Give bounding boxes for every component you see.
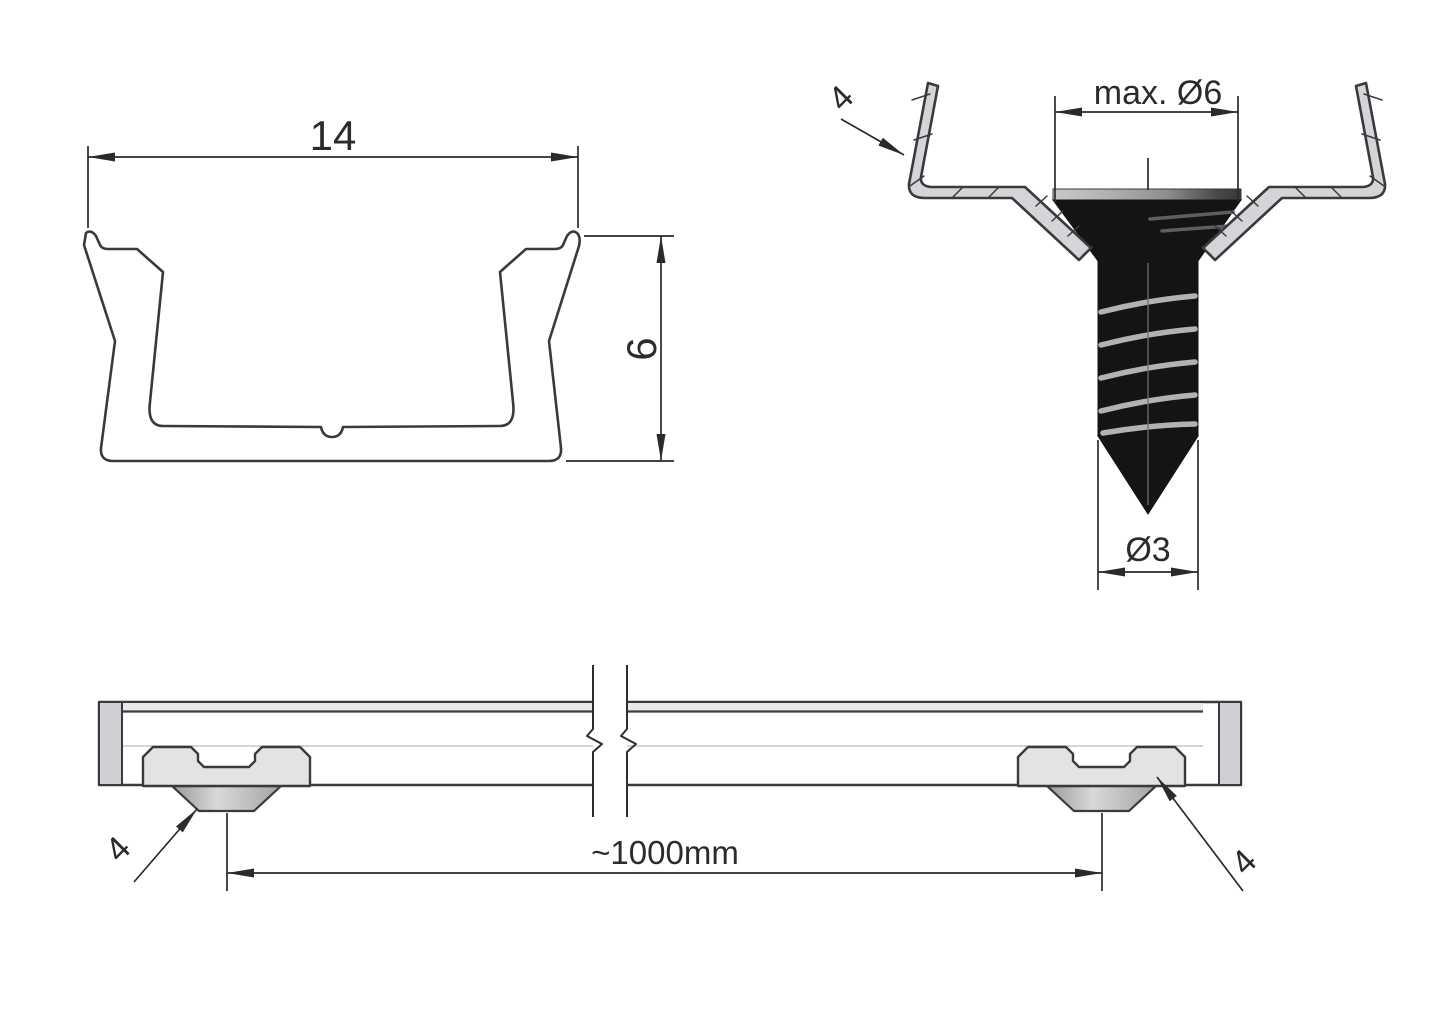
break-symbol <box>586 665 637 817</box>
dim-head-diameter: max. Ø6 <box>1054 74 1239 202</box>
leader-right-clip-ref: 4 <box>1156 776 1264 892</box>
break-line-right <box>620 665 637 817</box>
dim-spacing-label: ~1000mm <box>591 834 739 871</box>
clip-sheet-left <box>907 81 1093 262</box>
leader-right-clip-line <box>1156 776 1244 892</box>
leader-left-clip-ref: 4 <box>98 808 198 883</box>
profile-side-view: ~1000mm 4 4 <box>97 665 1264 892</box>
dim-height: 6 <box>566 235 674 462</box>
dim-thread-label: Ø3 <box>1125 531 1170 569</box>
clip-profile-outline <box>82 230 581 463</box>
leader-left-clip-label: 4 <box>98 829 138 869</box>
break-line-left <box>586 665 603 817</box>
rail-top-band-right <box>627 703 1203 711</box>
dim-thread-diameter: Ø3 <box>1097 440 1199 590</box>
rail-end-cap-right <box>1218 701 1242 786</box>
dim-clip-spacing: ~1000mm <box>226 813 1103 891</box>
rail-top-band-left <box>122 703 593 711</box>
countersink-surface <box>1052 188 1242 201</box>
clip-cross-section-view: 14 6 <box>82 112 674 463</box>
mounting-clip-right <box>1016 745 1187 788</box>
dim-height-label: 6 <box>618 337 665 360</box>
clip-sheet-section <box>907 81 1387 262</box>
leader-clip-ref-label: 4 <box>821 78 861 118</box>
leader-clip-ref: 4 <box>821 78 905 156</box>
dim-head-label: max. Ø6 <box>1094 74 1222 112</box>
screw-head-right <box>1045 784 1158 813</box>
dim-width: 14 <box>87 112 579 228</box>
dim-width-label: 14 <box>310 112 357 159</box>
section-hatch-marks <box>909 93 1385 256</box>
rail-end-cap-left <box>98 701 123 786</box>
leader-clip-ref-line <box>840 118 905 156</box>
clip-sheet-right <box>1201 81 1387 262</box>
leader-right-clip-label: 4 <box>1224 842 1264 882</box>
screw-head-left <box>170 784 283 813</box>
screw <box>1052 199 1242 515</box>
mounting-clip-left <box>141 745 312 788</box>
leader-left-clip-line <box>133 808 198 883</box>
screw-thread-highlights <box>1098 210 1235 505</box>
screw-fixing-view: max. Ø6 Ø3 4 <box>821 74 1387 590</box>
